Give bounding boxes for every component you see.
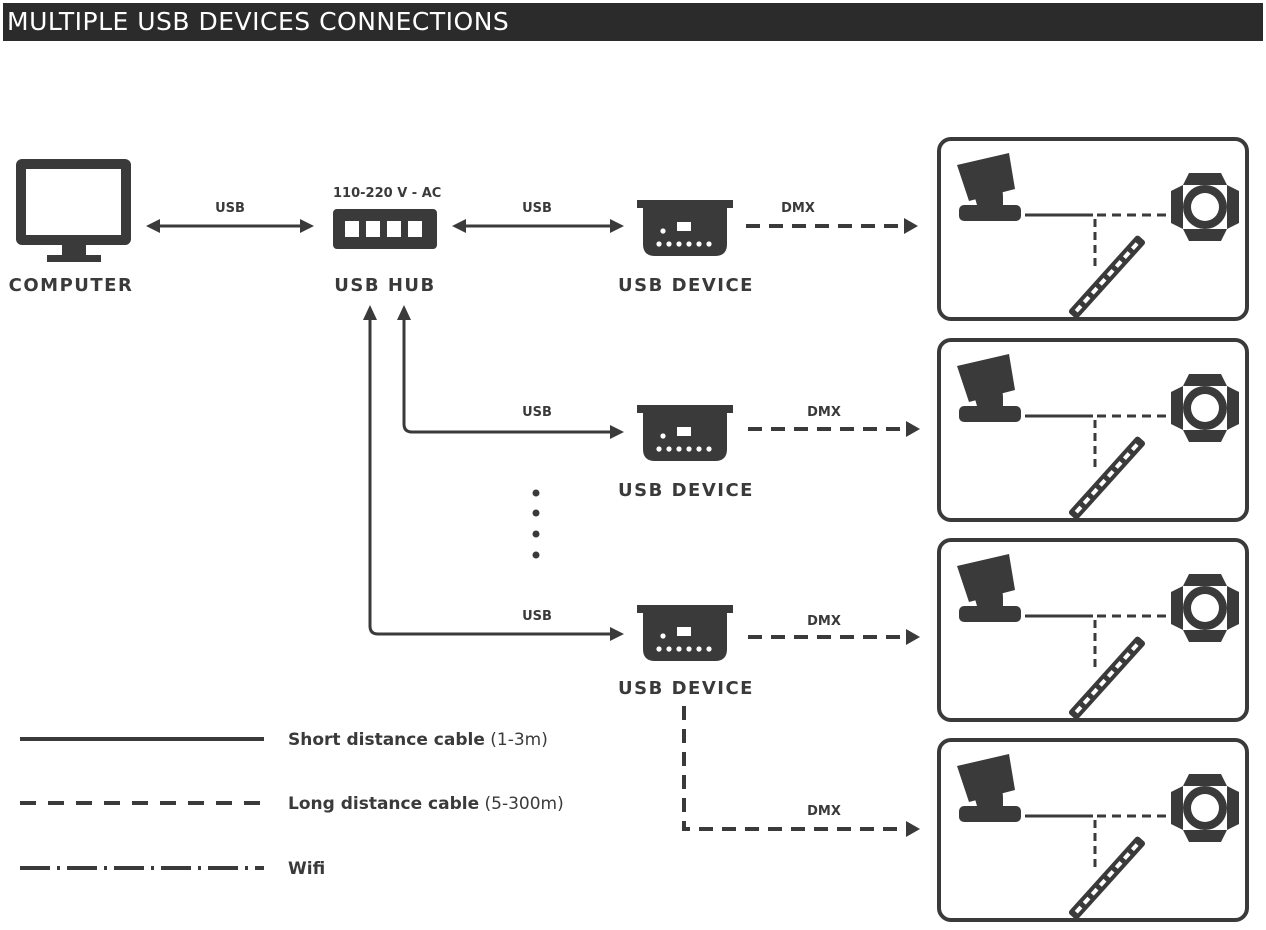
link-usb-label: USB [522, 609, 552, 624]
link-dmx-label: DMX [807, 614, 841, 629]
usb-device-label: USB DEVICE [618, 678, 754, 699]
fixtures-box-3 [937, 538, 1249, 723]
link-dmx-label: DMX [807, 405, 841, 420]
usb-device-node-1: USB DEVICE [618, 200, 754, 296]
usb-device-node-3: USB DEVICE [618, 605, 754, 699]
usb-device-icon [637, 200, 733, 256]
fixtures-box-1 [937, 137, 1249, 322]
usb-hub-node: 110-220 V - AC USB HUB [333, 186, 441, 296]
fixtures-box-2 [937, 338, 1249, 523]
legend: Short distance cable (1-3m) Long distanc… [20, 730, 564, 879]
link-usb-label: USB [522, 405, 552, 420]
computer-node: COMPUTER [9, 159, 134, 296]
link-hub-device-3: USB [363, 305, 624, 641]
legend-wifi-label: Wifi [288, 859, 325, 879]
usb-device-node-2: USB DEVICE [618, 405, 754, 501]
computer-label: COMPUTER [9, 275, 134, 296]
link-hub-device-1: USB [452, 201, 624, 233]
link-dmx-1: DMX [746, 201, 918, 234]
link-dmx-label: DMX [807, 804, 841, 819]
legend-short-label: Short distance cable (1-3m) [288, 730, 548, 750]
link-dmx-2: DMX [748, 405, 920, 437]
usb-hub-icon [333, 209, 437, 249]
usb-device-icon [637, 405, 733, 461]
link-usb-label: USB [522, 201, 552, 216]
link-dmx-label: DMX [781, 201, 815, 216]
monitor-icon [16, 159, 131, 262]
hub-voltage-label: 110-220 V - AC [333, 186, 441, 201]
more-devices-ellipsis [532, 489, 540, 559]
legend-wifi: Wifi [20, 859, 325, 879]
legend-long-label: Long distance cable (5-300m) [288, 794, 564, 814]
usb-device-label: USB DEVICE [618, 275, 754, 296]
link-computer-hub: USB [146, 201, 314, 233]
legend-short: Short distance cable (1-3m) [20, 730, 548, 750]
link-usb-label: USB [215, 201, 245, 216]
page-title: MULTIPLE USB DEVICES CONNECTIONS [7, 7, 510, 36]
link-hub-device-2: USB [397, 305, 624, 439]
link-dmx-4: DMX [682, 706, 920, 837]
usb-hub-label: USB HUB [334, 275, 435, 296]
link-dmx-3: DMX [748, 614, 920, 645]
title-bar: MULTIPLE USB DEVICES CONNECTIONS [3, 3, 1263, 41]
legend-long: Long distance cable (5-300m) [20, 794, 564, 814]
fixtures-box-4 [937, 738, 1249, 923]
usb-device-icon [637, 605, 733, 661]
usb-device-label: USB DEVICE [618, 480, 754, 501]
